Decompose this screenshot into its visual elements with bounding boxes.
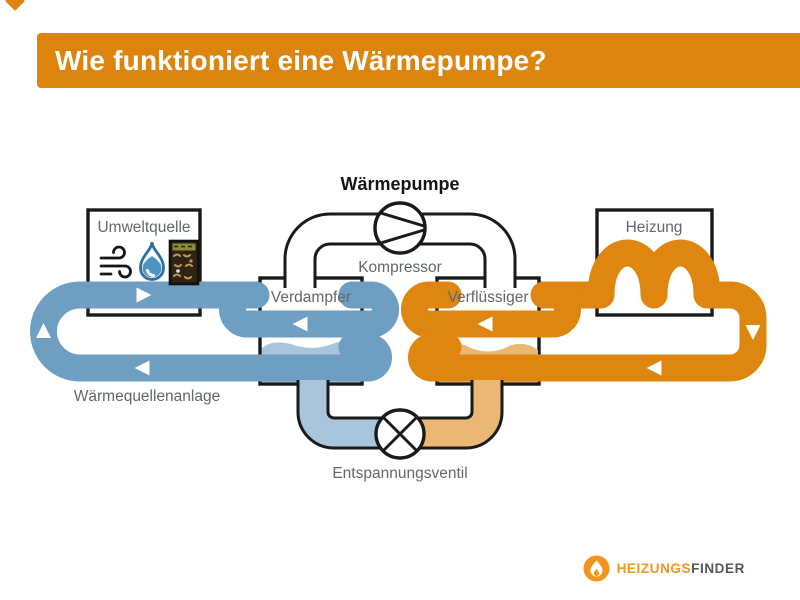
compressor-circle-icon <box>373 201 427 255</box>
flow-arrow-source-bottom <box>134 360 150 376</box>
source-coil-middle-pass <box>219 281 380 338</box>
brand-part2: FINDER <box>691 561 745 576</box>
waermequellenanlage-label: Wärmequellenanlage <box>74 388 220 405</box>
brand-wordmark: HEIZUNGSFINDER <box>617 561 745 576</box>
flow-arrow-source-left-curve <box>36 323 51 338</box>
page-title: Wie funktioniert eine Wärmepumpe? <box>55 44 547 76</box>
heating-coil-pool-stub <box>408 333 462 382</box>
header-bar: Wie funktioniert eine Wärmepumpe? <box>37 33 800 88</box>
water-drop-icon <box>139 241 165 281</box>
verdampfer-label: Verdampfer <box>271 289 351 306</box>
heating-coil-middle-pass <box>420 281 581 338</box>
diagram-title: Wärmepumpe <box>340 174 459 194</box>
brand-logo: HEIZUNGSFINDER <box>583 555 745 582</box>
wind-icon <box>99 245 132 279</box>
refrigerant-bottom-pipe-liquid-orange <box>399 380 501 447</box>
soil-icon <box>168 239 200 286</box>
heating-loop-pipe <box>420 239 767 382</box>
flame-icon <box>583 555 610 582</box>
heizung-label: Heizung <box>626 219 683 236</box>
refrigerant-bottom-pipe-liquid-blue <box>299 380 401 447</box>
flow-arrow-source-top <box>136 287 152 303</box>
kompressor-label: Kompressor <box>358 259 442 276</box>
flow-arrow-heating-right-curve <box>745 325 761 340</box>
flow-arrow-heating-middle <box>477 316 493 332</box>
flow-arrow-heating-bottom <box>646 360 662 376</box>
verfluessiger-label: Verflüssiger <box>448 289 529 306</box>
valve-cross-circle-icon <box>374 408 426 460</box>
flow-arrow-source-middle <box>292 316 308 332</box>
entspannungsventil-label: Entspannungsventil <box>332 465 467 482</box>
brand-part1: HEIZUNGS <box>616 561 692 576</box>
source-coil-pool-stub <box>338 333 392 382</box>
umweltquelle-label: Umweltquelle <box>97 219 190 236</box>
